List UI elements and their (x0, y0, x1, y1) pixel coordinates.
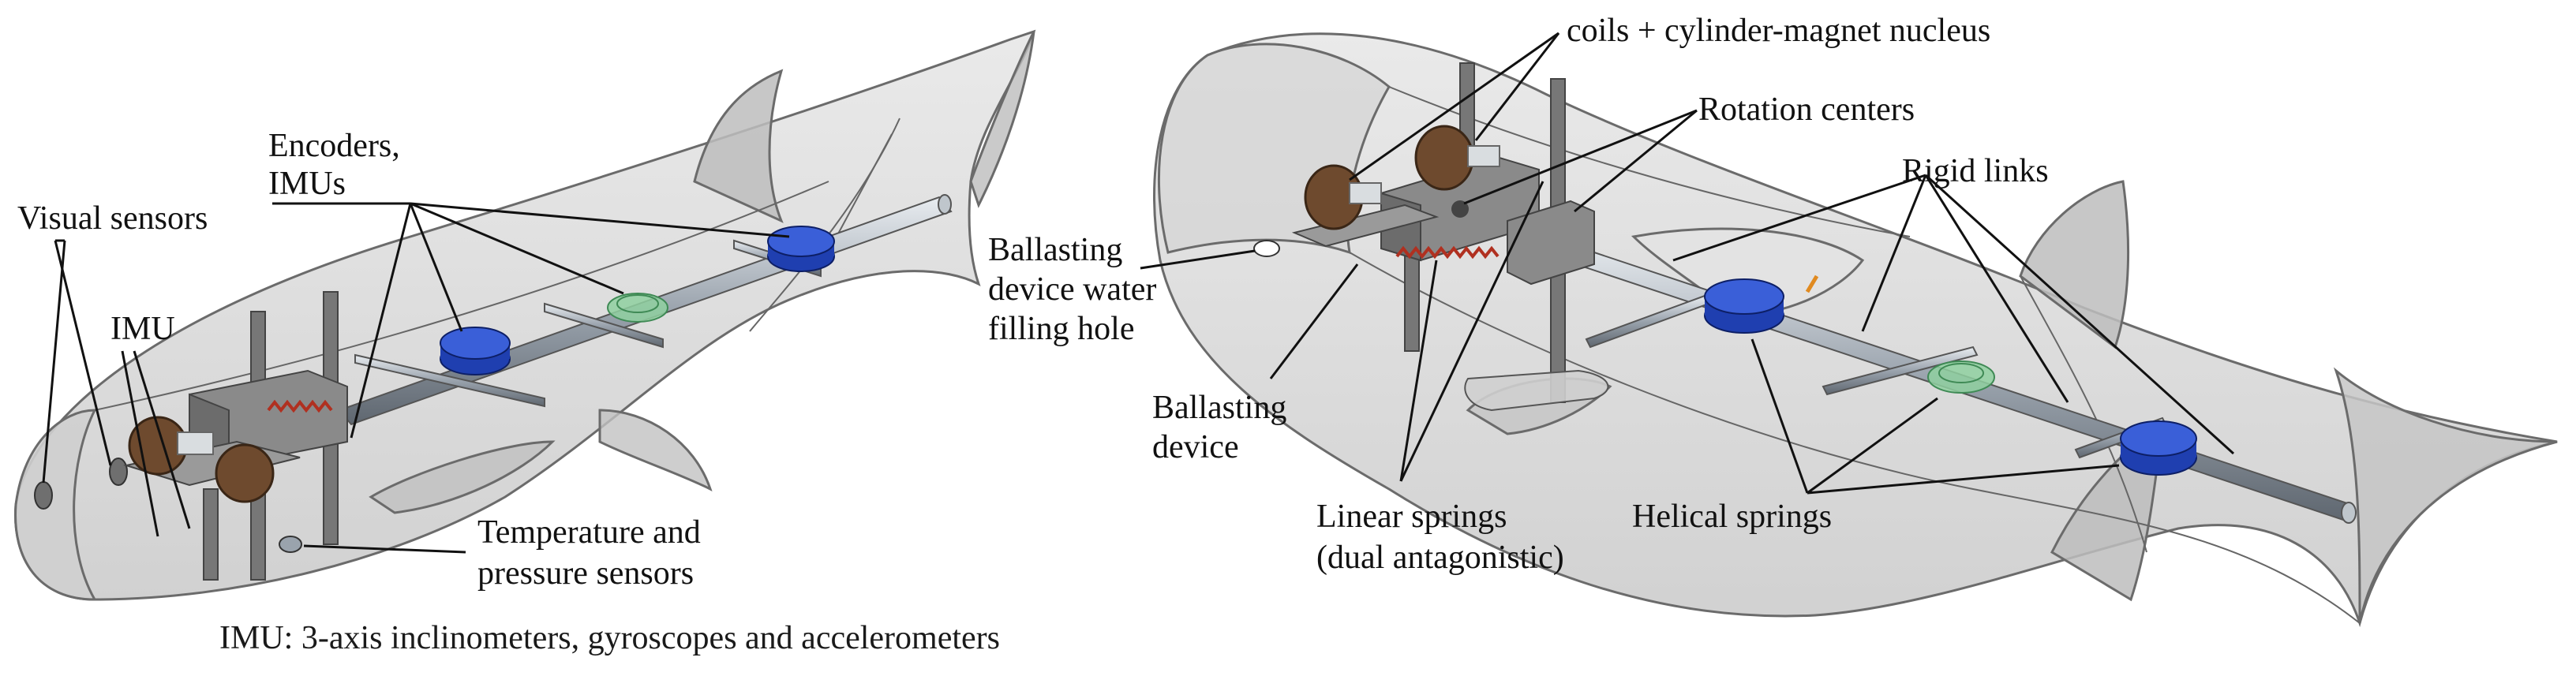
left-fish-lower-fin (598, 409, 713, 491)
right-orange-marker (1805, 275, 1819, 293)
left-leader-encoders (410, 202, 624, 295)
right-leader-helical (1807, 397, 1938, 495)
left-visual-sensor-eye (34, 481, 53, 510)
right-helical-spring (1927, 360, 1995, 394)
left-vertical-post (203, 488, 219, 581)
right-ballast-filling-hole (1253, 240, 1280, 257)
right-leader-rigid (1861, 174, 1927, 332)
right-magnet (1349, 182, 1382, 204)
right-leader-rigid (1924, 174, 2235, 455)
left-leader-encoders (410, 202, 790, 238)
label-visual-sensors: Visual sensors (17, 200, 208, 237)
right-rotation-hole (1451, 200, 1469, 218)
right-leader-linear (1399, 260, 1438, 482)
right-leader-ballast-hole (1140, 249, 1256, 270)
right-linear-spring (1395, 245, 1500, 260)
label-rotation-centers: Rotation centers (1698, 92, 1915, 128)
label-linear-springs-dual: (dual antagonistic) (1316, 540, 1564, 576)
label-ballast-hole-1: Ballasting (988, 232, 1122, 268)
label-coils: coils + cylinder-magnet nucleus (1567, 13, 1990, 49)
left-encoder-imu (767, 226, 835, 272)
label-imu: IMU (110, 311, 175, 347)
right-fish-contour (1349, 252, 2361, 624)
left-encoder-imu (440, 327, 511, 375)
right-leader-rotation (1463, 109, 1698, 205)
right-fish-contour (2020, 275, 2147, 553)
left-fish-contour (836, 133, 893, 237)
right-leader-rigid (1924, 174, 2069, 403)
right-encoder-imu (1704, 278, 1784, 334)
label-encoders: Encoders, (268, 128, 400, 164)
left-labels: Visual sensors IMU Encoders, IMUs Temper… (17, 128, 1000, 656)
right-fish-dorsal-fin (2019, 180, 2130, 349)
left-helical-spring (607, 293, 668, 323)
right-ballasting-device (1464, 369, 1609, 412)
left-temperature-sensor (279, 536, 302, 553)
left-fish-tail-fin (969, 31, 1035, 208)
right-rigid-link (1822, 346, 1979, 396)
left-fish-head (14, 409, 97, 601)
left-rigid-link (544, 302, 664, 349)
label-ballast-hole-2: device water (988, 271, 1156, 308)
right-leader-rotation (1574, 109, 1698, 213)
right-coil (1414, 125, 1474, 191)
left-leader-temperature (303, 544, 466, 554)
left-leader-encoders (409, 203, 463, 332)
label-temperature: Temperature and (477, 514, 701, 551)
right-leader-rigid (1672, 174, 1926, 262)
right-leader-helical (1807, 464, 2120, 495)
right-leader-coils (1349, 32, 1559, 181)
label-ballast-hole-3: filling hole (988, 311, 1134, 347)
right-frame-block (1507, 200, 1595, 286)
label-encoders-imus: IMUs (268, 166, 346, 202)
label-ballast-device-1: Ballasting (1152, 390, 1286, 426)
left-leader-visual-sensors (54, 240, 112, 466)
right-rod-end (2341, 502, 2357, 524)
left-rigid-link (354, 353, 545, 408)
right-labels: coils + cylinder-magnet nucleus Rotation… (988, 13, 2049, 576)
left-leader-visual-sensors (42, 240, 66, 484)
left-fish-pectoral-fin (369, 440, 556, 514)
left-leader-imu (133, 350, 191, 529)
left-fish-dorsal-fin (693, 69, 784, 223)
label-ballast-device-2: device (1152, 429, 1239, 465)
right-fish-tail-fin (2333, 367, 2558, 624)
left-leader-encoders (350, 203, 412, 439)
right-encoder-imu (2120, 420, 2197, 476)
right-leader-coils (1474, 32, 1560, 141)
right-frame-base (1291, 204, 1440, 248)
left-linear-spring (267, 399, 333, 413)
label-pressure-sensors: pressure sensors (477, 555, 694, 592)
left-visual-sensor-eye (109, 458, 128, 486)
label-rigid-links: Rigid links (1902, 153, 2049, 189)
left-fish (14, 29, 1036, 601)
right-leader-linear (1399, 181, 1544, 482)
right-fish-upper-fin (1631, 227, 1865, 317)
left-coil (215, 443, 275, 503)
caption-imu-definition: IMU: 3-axis inclinometers, gyroscopes an… (219, 620, 1000, 656)
left-rod-end (938, 194, 952, 215)
right-leader-ballast-device (1269, 263, 1359, 379)
right-fish (1140, 32, 2558, 628)
left-leader-imu (121, 350, 159, 537)
left-magnet (177, 431, 214, 455)
right-magnet (1467, 145, 1500, 167)
right-leader-helical (1750, 338, 1809, 494)
label-helical-springs: Helical springs (1632, 499, 1832, 535)
label-linear-springs: Linear springs (1316, 499, 1507, 535)
